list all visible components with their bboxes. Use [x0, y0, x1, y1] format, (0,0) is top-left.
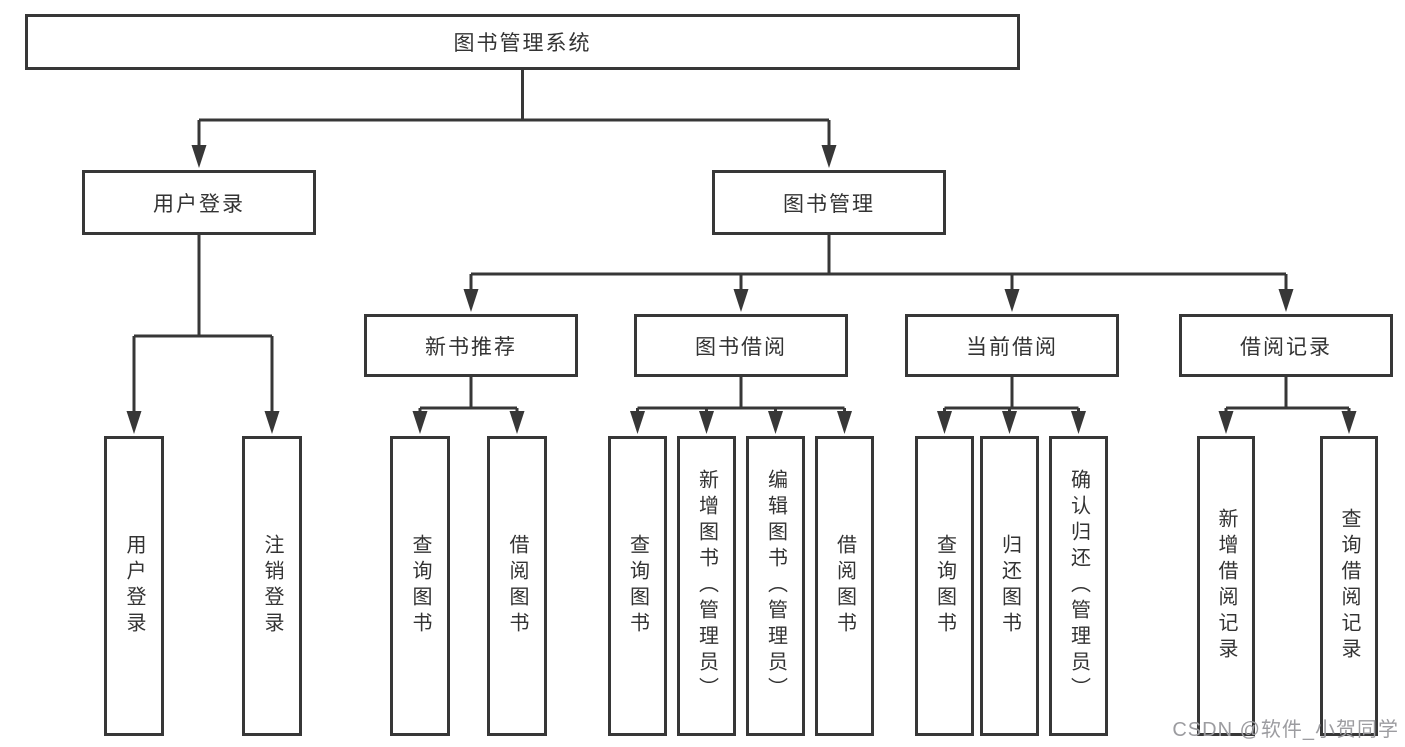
node-current-borrow: 当前借阅: [905, 314, 1119, 377]
leaf-query-books-2-label: 查询图书: [626, 534, 649, 638]
leaf-edit-book-admin: 编辑图书（管理员）: [746, 436, 805, 736]
leaf-query-borrow-record: 查询借阅记录: [1320, 436, 1378, 736]
leaf-borrow-books-1: 借阅图书: [487, 436, 547, 736]
leaf-logout: 注销登录: [242, 436, 302, 736]
leaf-query-borrow-record-label: 查询借阅记录: [1338, 508, 1360, 664]
node-book-borrow: 图书借阅: [634, 314, 848, 377]
leaf-user-login: 用户登录: [104, 436, 164, 736]
connector-current-borrow-to-leaves: [937, 377, 1086, 434]
connector-book-management-to-level3: [463, 235, 1294, 312]
node-book-management-label: 图书管理: [783, 192, 875, 216]
leaf-add-book-admin-label: 新增图书（管理员）: [695, 469, 718, 703]
leaf-borrow-books-2: 借阅图书: [815, 436, 874, 736]
leaf-return-book-label: 归还图书: [998, 534, 1021, 638]
leaf-confirm-return-admin: 确认归还（管理员）: [1049, 436, 1108, 736]
leaf-query-books-3-label: 查询图书: [933, 534, 956, 638]
leaf-return-book: 归还图书: [980, 436, 1039, 736]
node-book-borrow-label: 图书借阅: [695, 335, 787, 359]
leaf-query-books-1: 查询图书: [390, 436, 450, 736]
leaf-user-login-label: 用户登录: [123, 534, 145, 638]
leaf-confirm-return-admin-label: 确认归还（管理员）: [1067, 469, 1090, 703]
leaf-query-books-1-label: 查询图书: [409, 534, 431, 638]
leaf-borrow-books-2-label: 借阅图书: [833, 534, 856, 638]
csdn-watermark: CSDN @软件_小贺同学: [1172, 719, 1399, 741]
leaf-add-borrow-record: 新增借阅记录: [1197, 436, 1255, 736]
node-user-login: 用户登录: [82, 170, 316, 235]
leaf-add-book-admin: 新增图书（管理员）: [677, 436, 736, 736]
leaf-query-books-3: 查询图书: [915, 436, 974, 736]
leaf-logout-label: 注销登录: [261, 534, 283, 638]
node-book-management: 图书管理: [712, 170, 946, 235]
connector-book-borrow-to-leaves: [630, 377, 852, 434]
leaf-query-books-2: 查询图书: [608, 436, 667, 736]
leaf-borrow-books-1-label: 借阅图书: [506, 534, 528, 638]
node-root-label: 图书管理系统: [453, 32, 592, 55]
node-current-borrow-label: 当前借阅: [966, 335, 1058, 359]
node-borrow-records: 借阅记录: [1179, 314, 1393, 377]
leaf-add-borrow-record-label: 新增借阅记录: [1215, 508, 1237, 664]
node-borrow-records-label: 借阅记录: [1240, 335, 1332, 359]
connector-root-to-level2: [191, 70, 837, 168]
node-new-book-recommend: 新书推荐: [364, 314, 578, 377]
connector-user-login-to-leaves: [126, 235, 280, 434]
connector-borrow-records-to-leaves: [1218, 377, 1357, 434]
connector-new-book-to-leaves: [412, 377, 525, 434]
node-new-book-recommend-label: 新书推荐: [425, 335, 517, 359]
leaf-edit-book-admin-label: 编辑图书（管理员）: [764, 469, 787, 703]
node-user-login-label: 用户登录: [153, 192, 245, 216]
node-root: 图书管理系统: [25, 14, 1020, 70]
